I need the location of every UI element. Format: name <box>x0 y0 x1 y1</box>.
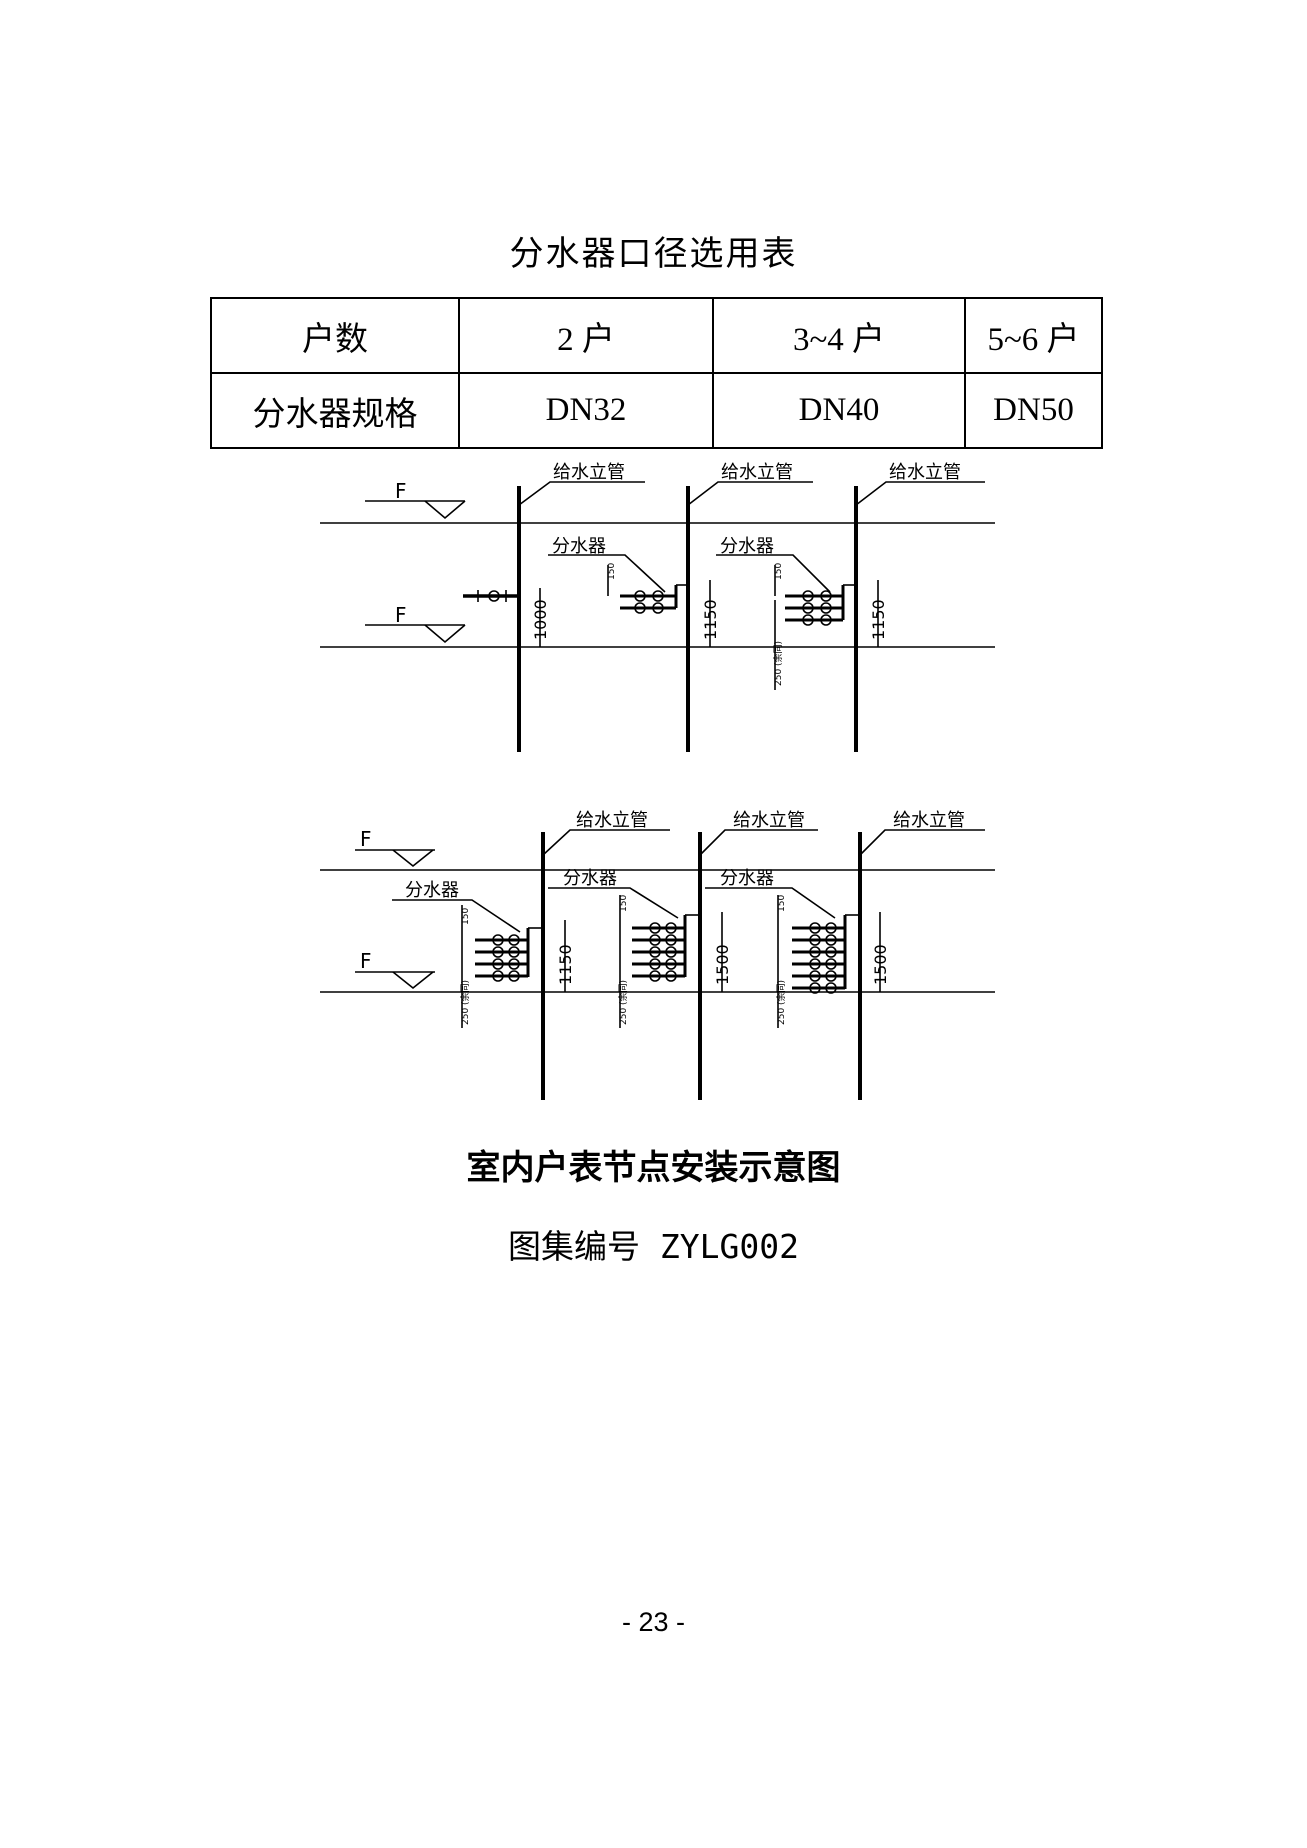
floor-mark: F <box>395 479 407 503</box>
dimension-label: 250 (余同) <box>775 980 787 1025</box>
table-cell: DN40 <box>712 372 966 449</box>
table-cell: 分水器规格 <box>210 372 460 449</box>
table-cell: 户数 <box>210 297 460 374</box>
riser-label: 给水立管 <box>721 462 793 483</box>
riser-label: 给水立管 <box>553 462 625 483</box>
riser-label: 给水立管 <box>733 810 805 831</box>
riser-label: 给水立管 <box>889 462 961 483</box>
floor-mark: F <box>360 949 372 973</box>
manifold-label: 分水器 <box>405 880 459 901</box>
table-cell: DN50 <box>964 372 1103 449</box>
dimension-label: 1150 <box>869 599 888 640</box>
floor-mark: F <box>360 827 372 851</box>
floor-mark: F <box>395 603 407 627</box>
table-cell: 5~6 户 <box>964 297 1103 374</box>
table-cell: DN32 <box>458 372 714 449</box>
dimension-label: 1150 <box>556 944 575 985</box>
dimension-label: 1150 <box>701 599 720 640</box>
dimension-label: 1500 <box>871 944 890 985</box>
table-cell: 2 户 <box>458 297 714 374</box>
riser-label: 给水立管 <box>893 810 965 831</box>
dimension-label: 150 <box>619 895 629 912</box>
dimension-label: 1500 <box>713 944 732 985</box>
dimension-label: 250 (余同) <box>772 641 784 686</box>
installation-drawing: F F 给水立管 给水立管 给水立管 分水器 分水器 1000 1150 115… <box>320 462 995 1100</box>
figure-caption: 室内户表节点安装示意图 <box>466 1148 841 1188</box>
dimension-label: 250 (余同) <box>459 980 471 1025</box>
dimension-label: 150 <box>777 895 787 912</box>
dimension-label: 250 (余同) <box>617 980 629 1025</box>
riser-label: 给水立管 <box>576 810 648 831</box>
table-title: 分水器口径选用表 <box>509 234 798 274</box>
manifold-size-table: 户数 2 户 3~4 户 5~6 户 分水器规格 DN32 DN40 DN50 <box>210 297 1103 449</box>
table-cell: 3~4 户 <box>712 297 966 374</box>
manifold-label: 分水器 <box>552 536 606 557</box>
table-row: 户数 2 户 3~4 户 5~6 户 <box>210 297 1103 374</box>
dimension-label: 150 <box>607 563 617 580</box>
manifold-label: 分水器 <box>720 868 774 889</box>
manifold-label: 分水器 <box>563 868 617 889</box>
dimension-label: 150 <box>461 908 471 925</box>
dimension-label: 150 <box>774 563 784 580</box>
page-number: - 23 - <box>621 1607 686 1637</box>
dimension-label: 1000 <box>531 599 550 640</box>
atlas-number: 图集编号 ZYLG002 <box>508 1227 799 1266</box>
manifold-label: 分水器 <box>720 536 774 557</box>
table-row: 分水器规格 DN32 DN40 DN50 <box>210 372 1103 449</box>
